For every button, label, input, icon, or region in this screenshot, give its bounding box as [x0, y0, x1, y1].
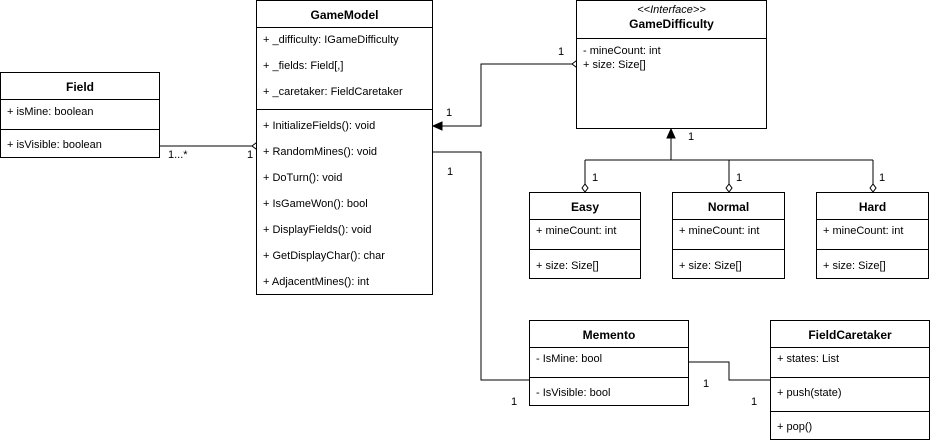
method: + size: Size[]: [823, 260, 886, 272]
multiplicity-label: 1: [447, 166, 454, 178]
attribute: + mineCount: int: [536, 225, 617, 237]
multiplicity-label: 1: [558, 46, 565, 58]
divider: [1, 99, 159, 100]
memento-caretaker-association: [688, 361, 770, 381]
class-name: Hard: [858, 200, 887, 214]
method: + RandomMines(): void: [263, 146, 378, 158]
divider: [673, 219, 784, 220]
attribute: + _caretaker: FieldCaretaker: [263, 86, 403, 98]
method: + size: Size[]: [679, 260, 742, 272]
method: + IsGameWon(): bool: [263, 198, 368, 210]
method: + DoTurn(): void: [263, 172, 343, 184]
method: + pop(): [777, 421, 813, 433]
gamemodel-memento-association: [433, 151, 529, 381]
class-game-model[interactable]: GameModel + _difficulty: IGameDifficulty…: [256, 0, 433, 295]
gamemodel-difficulty-association: [433, 63, 572, 127]
easy-diamond: [581, 183, 589, 193]
class-easy[interactable]: Easy + mineCount: int + size: Size[]: [529, 192, 641, 279]
generalization-arrowhead: [666, 127, 676, 139]
class-hard[interactable]: Hard + mineCount: int + size: Size[]: [816, 192, 929, 279]
class-name: Easy: [570, 200, 600, 214]
divider: [817, 249, 928, 250]
multiplicity-label: 1: [592, 172, 599, 184]
multiplicity-label: 1: [703, 378, 710, 390]
class-field[interactable]: Field + isMine: boolean + isVisible: boo…: [0, 72, 160, 158]
divider: [817, 219, 928, 220]
divider: [771, 347, 929, 348]
class-field-caretaker[interactable]: FieldCaretaker + states: List + push(sta…: [770, 320, 930, 440]
class-normal[interactable]: Normal + mineCount: int + size: Size[]: [672, 192, 785, 279]
stereotype-label: <<Interface>>: [637, 4, 706, 16]
gamemodel-arrowhead: [431, 121, 443, 131]
method: + isVisible: boolean: [7, 139, 102, 151]
multiplicity-label: 1: [736, 172, 743, 184]
multiplicity-label: 1...*: [168, 149, 188, 161]
method: + GetDisplayChar(): char: [263, 250, 385, 262]
class-name: FieldCaretaker: [808, 328, 892, 342]
divider: [257, 109, 432, 110]
divider: [530, 219, 640, 220]
divider: [771, 411, 929, 412]
attribute: + mineCount: int: [679, 225, 760, 237]
multiplicity-label: 1: [247, 149, 254, 161]
divider: [771, 377, 929, 378]
multiplicity-label: 1: [879, 172, 886, 184]
method: - IsVisible: bool: [536, 387, 611, 399]
multiplicity-label: 1: [751, 396, 758, 408]
divider: [530, 347, 688, 348]
method: + push(state): [777, 387, 842, 399]
class-name: Normal: [707, 200, 750, 214]
attribute: - IsMine: bool: [536, 353, 603, 365]
class-name: GameDifficulty: [629, 17, 714, 31]
multiplicity-label: 1: [446, 107, 453, 119]
generalization-line: [584, 137, 874, 184]
divider: [673, 249, 784, 250]
multiplicity-label: 1: [511, 396, 518, 408]
hard-diamond: [869, 183, 877, 193]
attribute: + isMine: boolean: [7, 106, 94, 118]
attribute: + states: List: [777, 353, 840, 365]
divider: [530, 377, 688, 378]
class-name: Memento: [582, 328, 636, 342]
method: + DisplayFields(): void: [263, 224, 372, 236]
attribute: + size: Size[]: [583, 59, 646, 71]
divider: [1, 129, 159, 130]
class-name: GameModel: [310, 8, 379, 22]
divider: [257, 27, 432, 28]
attribute: + mineCount: int: [823, 225, 904, 237]
attribute: + _fields: Field[,]: [263, 60, 344, 72]
class-name: Field: [65, 80, 94, 94]
divider: [577, 38, 766, 39]
method: + size: Size[]: [536, 260, 599, 272]
attribute: - mineCount: int: [583, 45, 661, 57]
attribute: + _difficulty: IGameDifficulty: [263, 34, 399, 46]
divider: [530, 249, 640, 250]
interface-game-difficulty[interactable]: <<Interface>> GameDifficulty - mineCount…: [576, 0, 767, 129]
method: + InitializeFields(): void: [263, 120, 376, 132]
normal-diamond: [725, 183, 733, 193]
class-memento[interactable]: Memento - IsMine: bool - IsVisible: bool: [529, 320, 689, 406]
multiplicity-label: 1: [688, 131, 695, 143]
method: + AdjacentMines(): int: [263, 276, 370, 288]
